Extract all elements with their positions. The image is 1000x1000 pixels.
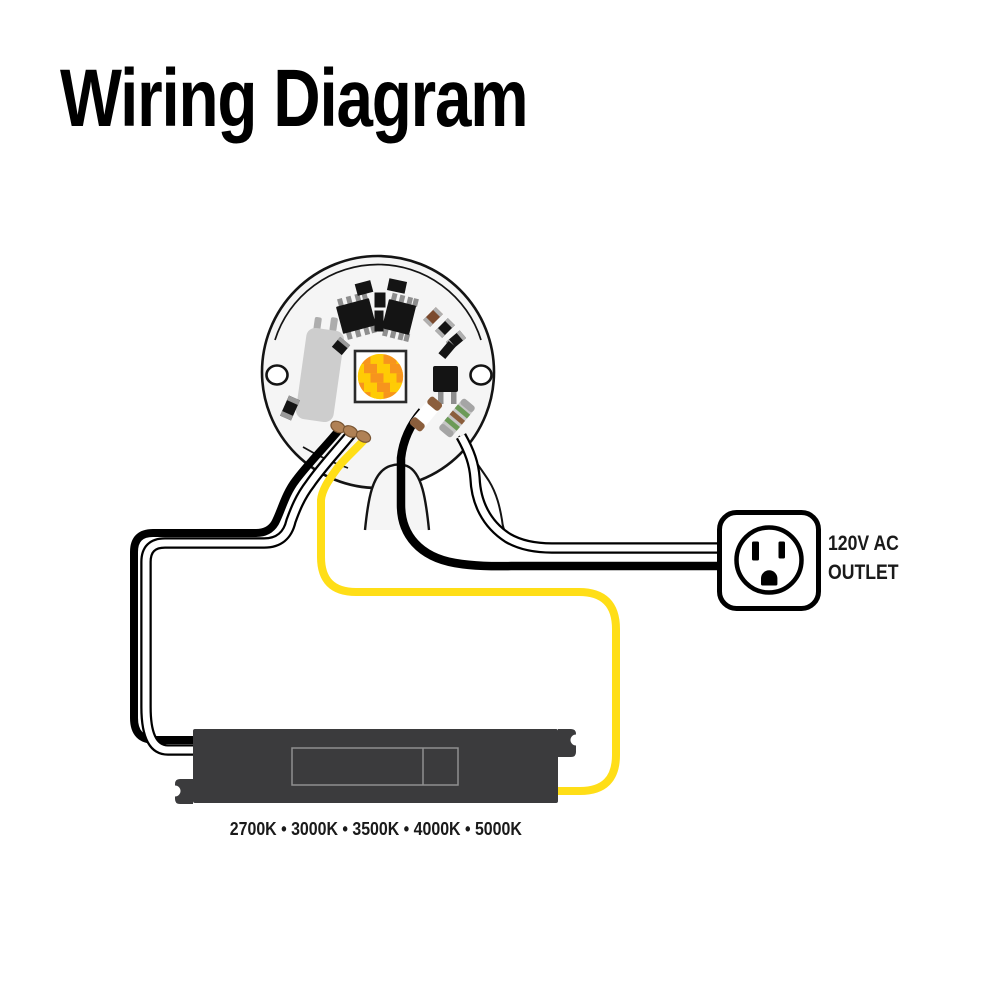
driver-tab-left bbox=[175, 779, 193, 804]
driver-body bbox=[193, 729, 558, 803]
mounting-hole-left bbox=[265, 364, 289, 386]
kelvin-options-label: 2700K • 3000K • 3500K • 4000K • 5000K bbox=[229, 818, 522, 839]
capacitor-component bbox=[295, 317, 345, 423]
inline-resistor-component bbox=[439, 398, 475, 438]
driver-label-outline bbox=[291, 747, 459, 786]
outlet-wire-black bbox=[396, 408, 722, 571]
outlet-label-line1: 120V AC bbox=[828, 532, 899, 555]
pcb-inner-arc bbox=[274, 263, 482, 341]
page-title: Wiring Diagram bbox=[60, 53, 529, 144]
power-outlet-icon bbox=[717, 510, 821, 611]
led-driver-graphic bbox=[169, 729, 582, 804]
ic-chip-1 bbox=[336, 291, 377, 340]
outlet-label-line2: OUTLET bbox=[828, 561, 899, 584]
outlet-label: 120V AC OUTLET bbox=[828, 529, 899, 587]
driver-wire-white-casing bbox=[140, 430, 356, 756]
ic-chip-2 bbox=[381, 292, 419, 342]
led-module-graphic bbox=[260, 254, 496, 531]
smd-components bbox=[280, 278, 467, 421]
outlet-wire-white bbox=[457, 434, 722, 552]
mounting-hole-right bbox=[469, 364, 493, 386]
driver-wire-black bbox=[130, 427, 343, 744]
outlet-slot-left bbox=[752, 541, 759, 561]
dimming-wire-yellow bbox=[317, 437, 620, 795]
driver-tab-right bbox=[558, 729, 576, 757]
solder-pads bbox=[330, 420, 372, 443]
inline-fuse-component bbox=[409, 396, 443, 432]
driver-wire-white bbox=[142, 431, 354, 754]
outlet-ground-hole bbox=[761, 570, 778, 586]
outlet-slot-right bbox=[778, 541, 785, 559]
cob-led bbox=[353, 349, 408, 404]
